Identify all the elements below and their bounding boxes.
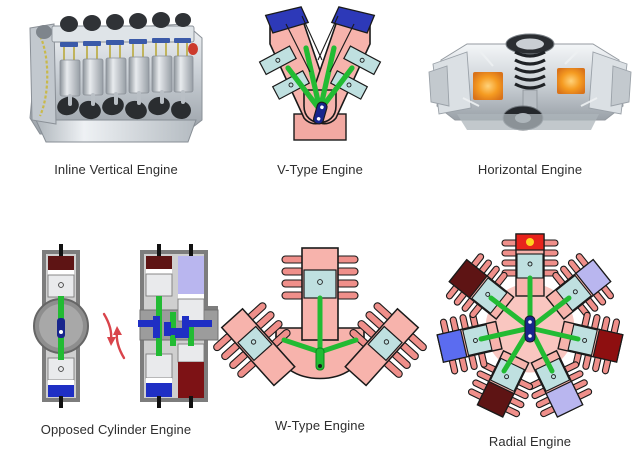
opposed-cylinder-engine-image [12, 240, 220, 412]
figure-cell-w-type: W-Type Engine [213, 240, 427, 433]
opposed-cylinder-engine-illustration [33, 244, 219, 408]
arrow-head-up [113, 326, 122, 335]
w-type-engine-image [213, 240, 427, 400]
w-bank-right [344, 302, 427, 387]
figure-cell-horizontal: Horizontal Engine [424, 2, 636, 177]
opposed-right-panel [138, 244, 219, 408]
arrow-head-down [107, 337, 116, 346]
figure-cell-inline-vertical: Inline Vertical Engine [8, 2, 224, 177]
figure-cell-opposed-cylinder: Opposed Cylinder Engine [8, 240, 224, 437]
figure-caption-horizontal: Horizontal Engine [477, 162, 583, 177]
arrow-down-curve [102, 312, 113, 342]
radial-cylinder-3 [527, 349, 593, 418]
valve-cover-group [60, 12, 191, 32]
radial-engine-illustration [436, 233, 624, 418]
figure-cell-v-type: V-Type Engine [232, 2, 408, 177]
figure-cell-radial: Radial Engine [424, 232, 636, 449]
figure-caption-inline-vertical: Inline Vertical Engine [54, 162, 178, 177]
figure-caption-v-type: V-Type Engine [277, 162, 363, 177]
combustion-glow-right [557, 68, 585, 94]
radial-cylinder-2 [557, 311, 624, 375]
combustion-glow-left [473, 72, 503, 100]
figure-caption-radial: Radial Engine [488, 434, 572, 449]
w-type-engine-illustration [213, 247, 427, 387]
horizontal-engine-image [427, 2, 633, 150]
v-type-engine-illustration [258, 6, 382, 141]
arrow-up-curve [115, 330, 126, 360]
w-bank-left [213, 302, 296, 387]
opposed-left-panel [33, 244, 89, 408]
rotation-arrows [102, 312, 126, 360]
figure-caption-w-type: W-Type Engine [275, 418, 365, 433]
spark-glyph [526, 238, 534, 246]
figure-caption-opposed-cylinder: Opposed Cylinder Engine [40, 422, 192, 437]
v-type-engine-image [236, 2, 404, 150]
inline-vertical-engine-image [16, 2, 216, 150]
radial-engine-image [426, 232, 634, 422]
horizontal-engine-illustration [428, 33, 632, 131]
inline-vertical-engine-illustration [29, 12, 203, 143]
